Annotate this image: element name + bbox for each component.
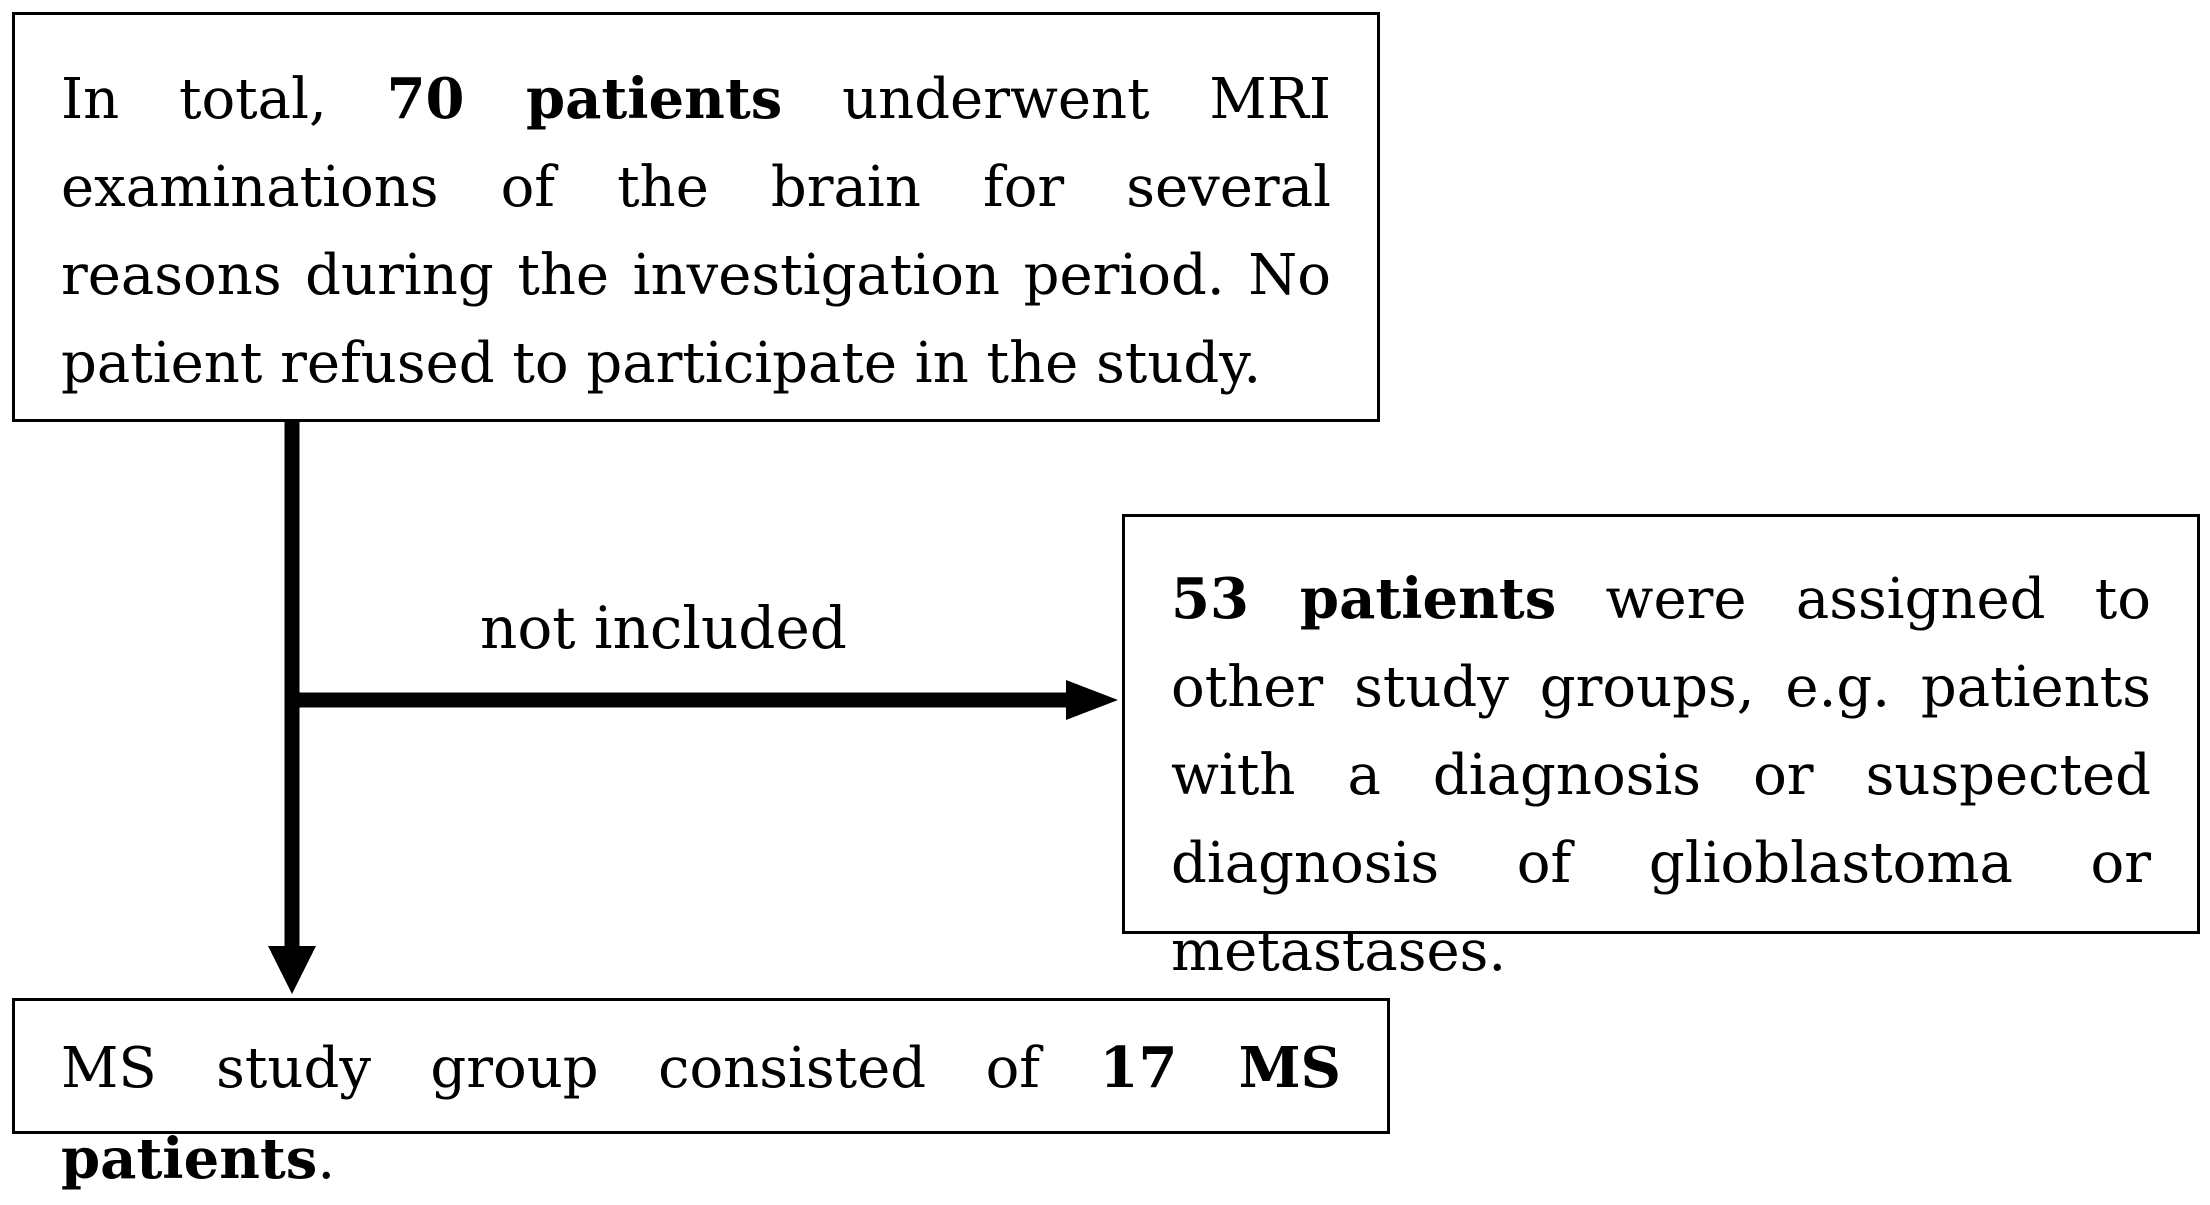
down-arrowhead bbox=[268, 946, 316, 994]
excluded-patients-text: 53 patients were assigned to other study… bbox=[1171, 555, 2151, 996]
ms-text-suffix: . bbox=[317, 1127, 336, 1192]
not-included-label: not included bbox=[480, 594, 847, 662]
total-patients-count: 70 patients bbox=[386, 66, 783, 132]
right-arrowhead bbox=[1066, 680, 1118, 720]
ms-study-group-box: MS study group consisted of 17 MS patien… bbox=[12, 998, 1390, 1192]
excluded-text-suffix: were assigned to other study groups, e.g… bbox=[1171, 567, 2152, 984]
total-patients-box: In total, 70 patients underwent MRI exam… bbox=[12, 12, 1380, 422]
ms-study-group-text: MS study group consisted of 17 MS patien… bbox=[61, 1023, 1341, 1205]
total-patients-text: In total, 70 patients underwent MRI exam… bbox=[61, 55, 1331, 408]
excluded-patients-count: 53 patients bbox=[1171, 566, 1557, 632]
total-text-suffix: underwent MRI examinations of the brain … bbox=[61, 67, 1332, 396]
total-text-prefix: In total, bbox=[61, 67, 387, 132]
excluded-patients-box: 53 patients were assigned to other study… bbox=[1122, 514, 2200, 984]
ms-text-prefix: MS study group consisted of bbox=[61, 1036, 1100, 1101]
